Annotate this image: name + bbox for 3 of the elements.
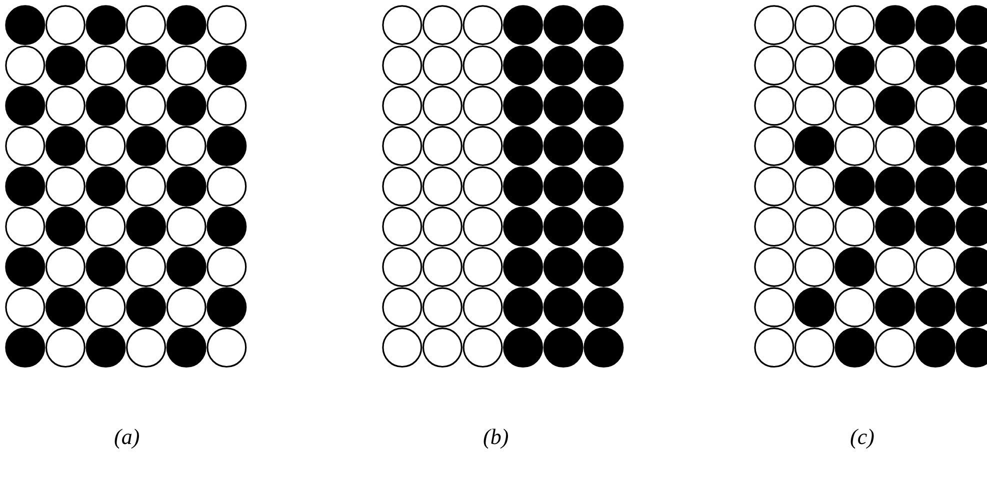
panel-label: (c) [850,424,874,450]
panel-label: (b) [483,424,509,450]
panel-label: (a) [114,424,140,450]
